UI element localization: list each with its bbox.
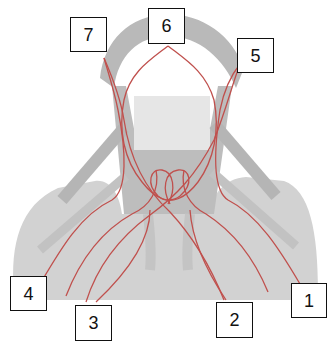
callout-number: 7: [83, 26, 93, 44]
callout-box: 1: [291, 283, 327, 318]
callout-number: 5: [250, 47, 260, 65]
callout-number: 1: [304, 292, 314, 310]
callout-box: 6: [148, 8, 185, 44]
callout-number: 4: [23, 285, 33, 303]
callout-box: 7: [70, 17, 107, 52]
callout-box: 5: [237, 38, 274, 73]
callout-box: 2: [216, 302, 253, 338]
callout-box: 3: [75, 305, 112, 341]
callout-number: 3: [88, 314, 98, 332]
callout-box: 4: [10, 276, 47, 311]
callout-number: 2: [229, 311, 239, 329]
callout-number: 6: [161, 17, 171, 35]
